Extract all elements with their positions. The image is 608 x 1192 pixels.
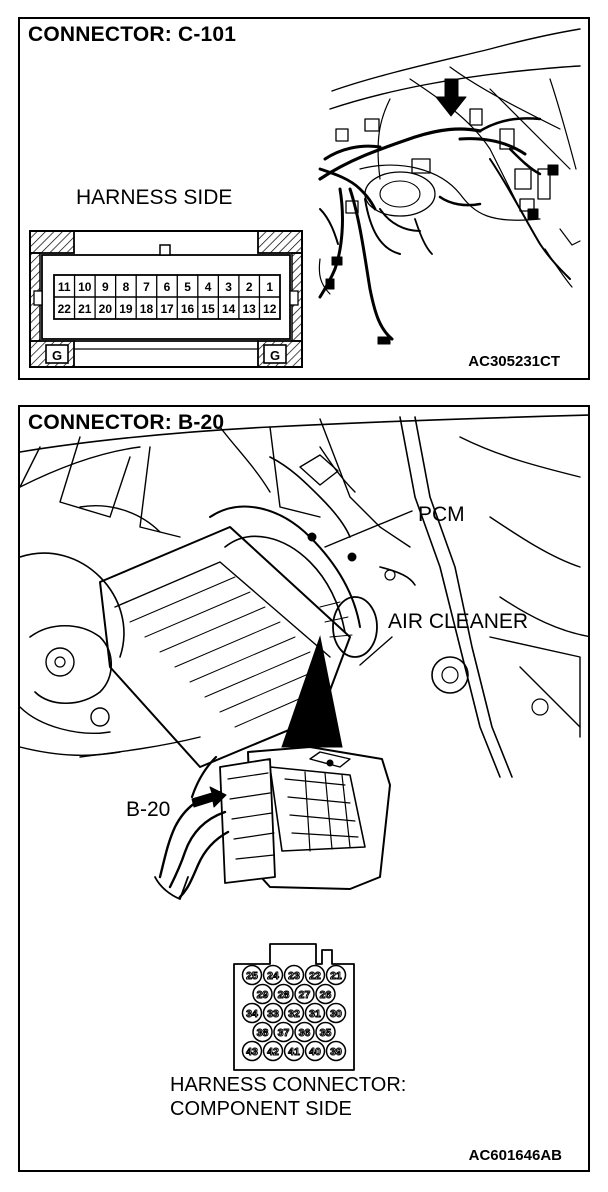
b20-pin-circle	[294, 1021, 315, 1043]
b20-pin-circle	[283, 964, 305, 986]
b20-pin-circle	[325, 1040, 347, 1062]
c101-pin-5: 5	[184, 280, 191, 294]
c101-pin-21: 21	[78, 302, 92, 316]
b20-connector-face: 25 24 23 22 21 29 28 27 26 34 33 32 31 30 38 37 36 35 43 42…	[233, 943, 355, 1071]
c101-pin-22: 22	[58, 302, 72, 316]
b20-pin-35: 35	[320, 1027, 332, 1039]
connector-b20-panel: 25 24 23 22 21 29 28 27 26 34 33 32 31 30 38 37 36 35 43 42…	[18, 405, 590, 1172]
caption-line-2: COMPONENT SIDE	[170, 1098, 352, 1120]
b20-pin-26: 26	[320, 989, 332, 1001]
pointer-triangle	[281, 635, 343, 748]
b20-pin-22: 22	[309, 970, 321, 982]
b20-pin-circle	[252, 1021, 273, 1043]
b20-pin-32: 32	[288, 1008, 300, 1020]
c101-pin-17: 17	[160, 302, 174, 316]
b20-pin-circle	[304, 1002, 326, 1024]
b20-pin-circle	[241, 1040, 263, 1062]
b20-pin-41: 41	[288, 1046, 300, 1058]
b20-pin-27: 27	[299, 989, 311, 1001]
b20-pin-circle	[262, 1002, 284, 1024]
b20-pin-circle	[283, 1002, 305, 1024]
c101-pin-7: 7	[143, 280, 150, 294]
b20-pin-30: 30	[330, 1008, 342, 1020]
harness-side-label: HARNESS SIDE	[76, 186, 233, 209]
c101-pin-16: 16	[181, 302, 195, 316]
b20-pin-42: 42	[267, 1046, 279, 1058]
b20-figure-code: AC601646AB	[468, 1147, 562, 1164]
b20-pin-34: 34	[246, 1008, 258, 1020]
b20-pin-23: 23	[288, 970, 300, 982]
harness-connector-caption: HARNESS CONNECTOR: COMPONENT SIDE	[170, 1073, 406, 1121]
b20-pin-circle	[252, 983, 273, 1005]
b20-pin-43: 43	[246, 1046, 258, 1058]
c101-pin-9: 9	[102, 280, 109, 294]
c101-pin-20: 20	[99, 302, 113, 316]
c101-pin-10: 10	[78, 280, 92, 294]
caption-line-1: HARNESS CONNECTOR:	[170, 1074, 407, 1096]
b20-pin-circle	[325, 964, 347, 986]
b20-pin-circle	[304, 964, 326, 986]
c101-pin-18: 18	[140, 302, 154, 316]
b20-pin-39: 39	[330, 1046, 342, 1058]
pcm-label: PCM	[418, 503, 465, 526]
b20-pin-25: 25	[246, 970, 258, 982]
air-cleaner-label: AIR CLEANER	[388, 610, 529, 633]
c101-pin-11: 11	[58, 280, 71, 294]
b20-pin-circle	[262, 964, 284, 986]
dashboard-illustration	[318, 28, 581, 345]
c101-pin-2: 2	[246, 280, 253, 294]
ground-mark-left: G	[52, 348, 62, 363]
b20-pin-circle	[262, 1040, 284, 1062]
b20-pin-circle	[315, 1021, 336, 1043]
b20-pin-37: 37	[278, 1027, 290, 1039]
c101-title: CONNECTOR: C-101	[28, 23, 237, 46]
b20-pin-36: 36	[299, 1027, 311, 1039]
c101-pin-4: 4	[205, 280, 212, 294]
b20-pin-29: 29	[257, 989, 269, 1001]
b20-pin-21: 21	[330, 970, 342, 982]
c101-pin-1: 1	[266, 280, 273, 294]
pcm-module	[154, 746, 391, 900]
b20-pin-circle	[283, 1040, 305, 1062]
b20-pin-24: 24	[267, 970, 279, 982]
b20-pin-38: 38	[257, 1027, 269, 1039]
ground-mark-right: G	[270, 348, 280, 363]
c101-pin-8: 8	[123, 280, 130, 294]
c101-pin-19: 19	[119, 302, 133, 316]
b20-pin-31: 31	[309, 1008, 321, 1020]
b20-drawing: 25 24 23 22 21 29 28 27 26 34 33 32 31 30 38 37 36 35 43 42…	[20, 414, 588, 1071]
b20-pin-circle	[304, 1040, 326, 1062]
c101-pin-13: 13	[243, 302, 257, 316]
b20-pin-33: 33	[267, 1008, 279, 1020]
c101-figure-code: AC305231CT	[468, 353, 560, 370]
b20-pin-circle	[241, 1002, 263, 1024]
b20-pin-circle	[325, 1002, 347, 1024]
b20-pin-circle	[273, 983, 294, 1005]
c101-pin-12: 12	[263, 302, 277, 316]
c101-pin-15: 15	[201, 302, 215, 316]
b20-pin-40: 40	[309, 1046, 321, 1058]
c101-pin-14: 14	[222, 302, 236, 316]
c101-pin-6: 6	[164, 280, 171, 294]
b20-title: CONNECTOR: B-20	[28, 411, 225, 434]
b20-pin-circle	[273, 1021, 294, 1043]
b20-pin-circle	[241, 964, 263, 986]
b20-pin-28: 28	[278, 989, 290, 1001]
b20-pin-circle	[294, 983, 315, 1005]
c101-pin-3: 3	[225, 280, 232, 294]
b20-connector-label: B-20	[126, 798, 171, 821]
b20-pin-circle	[315, 983, 336, 1005]
